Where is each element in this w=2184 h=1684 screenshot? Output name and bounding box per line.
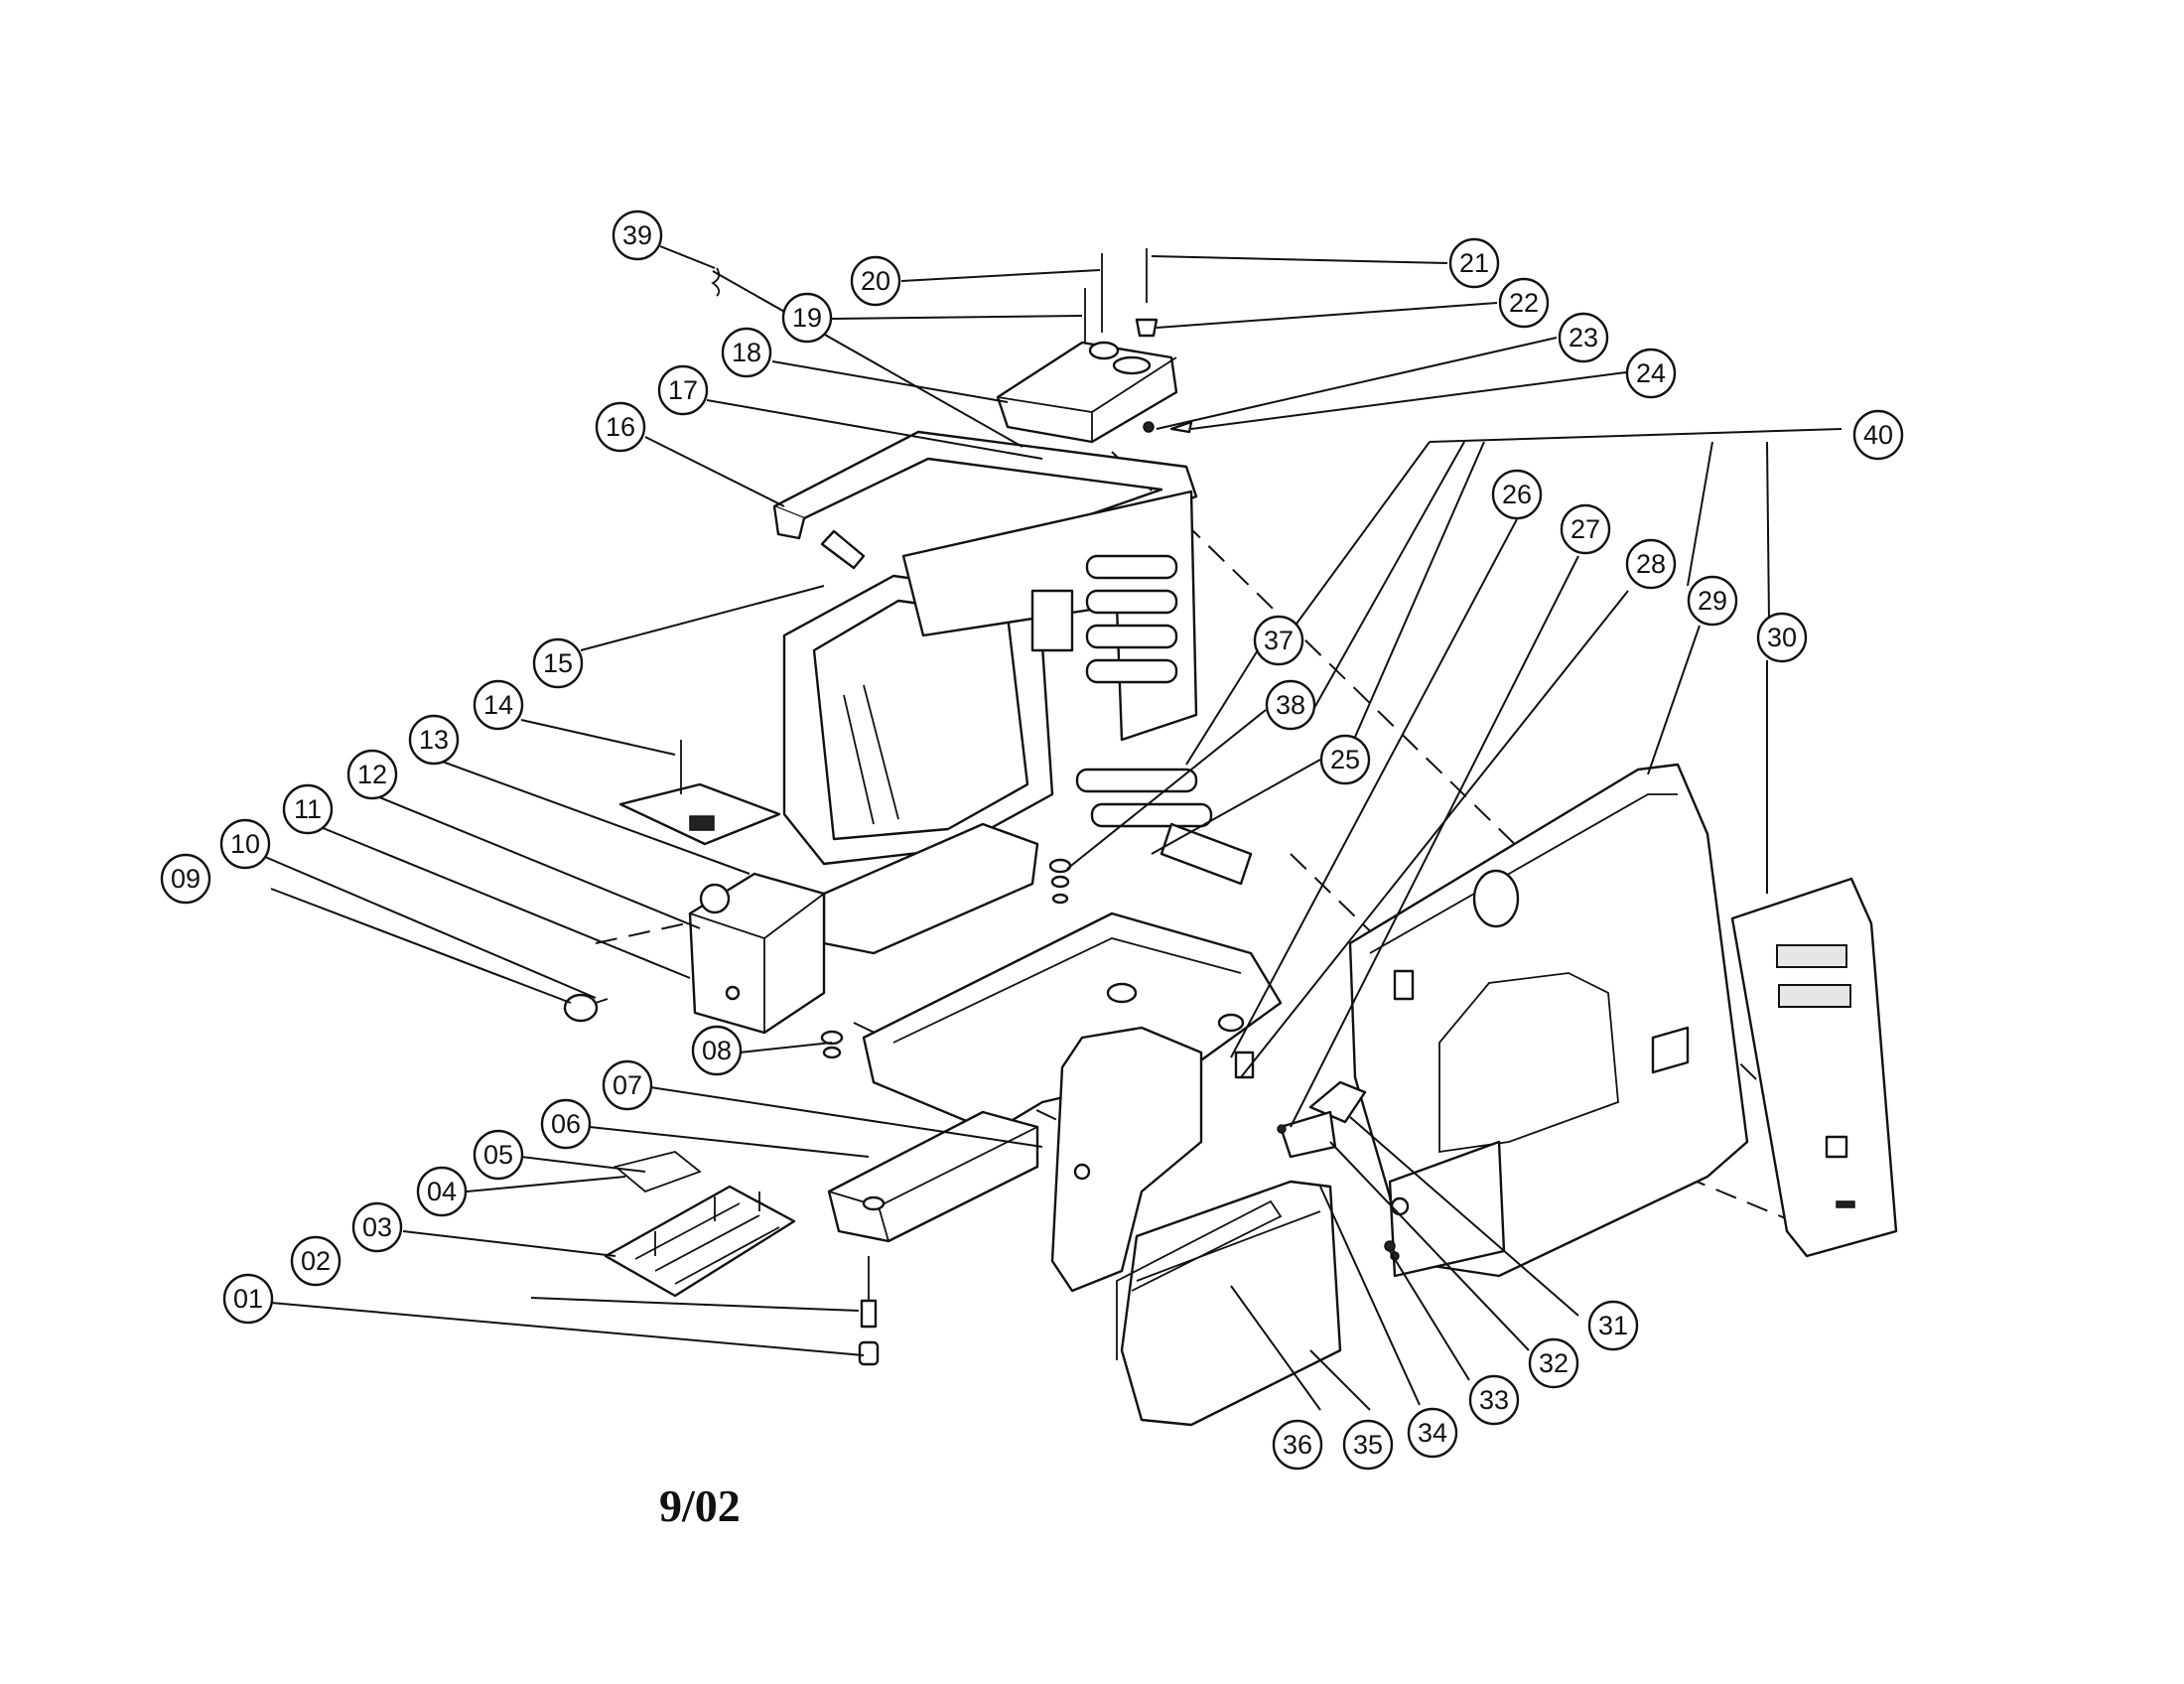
svg-text:39: 39	[622, 220, 652, 250]
svg-text:26: 26	[1502, 480, 1532, 509]
svg-text:11: 11	[294, 794, 322, 824]
svg-text:33: 33	[1479, 1385, 1509, 1415]
callout-07: 07	[602, 1059, 653, 1111]
callout-11: 11	[282, 783, 334, 835]
callout-12: 12	[346, 749, 398, 800]
svg-text:17: 17	[668, 375, 698, 405]
callout-05: 05	[473, 1129, 524, 1181]
callout-01: 01	[222, 1273, 274, 1325]
callout-06: 06	[540, 1098, 592, 1150]
rear-cover	[1050, 1026, 1342, 1427]
svg-text:22: 22	[1509, 288, 1539, 318]
callout-15: 15	[532, 637, 584, 689]
svg-text:01: 01	[233, 1284, 263, 1314]
main-frame	[782, 490, 1253, 886]
svg-text:37: 37	[1264, 626, 1294, 655]
front-housing	[1348, 763, 1749, 1278]
svg-text:21: 21	[1459, 248, 1489, 278]
clip	[614, 1151, 702, 1193]
top-bracket	[996, 248, 1193, 444]
callout-27: 27	[1560, 503, 1611, 555]
svg-text:18: 18	[732, 338, 761, 367]
svg-text:20: 20	[861, 266, 890, 296]
bottom-tray	[604, 1185, 796, 1298]
side-block	[688, 872, 826, 1035]
callout-04: 04	[416, 1166, 468, 1217]
callout-30: 30	[1756, 612, 1808, 663]
svg-text:03: 03	[362, 1212, 392, 1242]
callout-22: 22	[1498, 277, 1550, 329]
callout-40: 40	[1852, 409, 1904, 461]
svg-text:32: 32	[1539, 1348, 1569, 1378]
callout-18: 18	[721, 327, 772, 378]
callout-34: 34	[1407, 1407, 1458, 1459]
svg-text:14: 14	[483, 690, 513, 720]
svg-text:25: 25	[1330, 745, 1360, 774]
frame-rods	[1075, 554, 1213, 828]
svg-text:27: 27	[1570, 514, 1600, 544]
knob	[563, 993, 609, 1023]
callout-38: 38	[1265, 679, 1316, 731]
side-panel	[1730, 877, 1898, 1258]
callout-labels: 01 02 03 04 05 06 07 08 09 10 11 12 13 1…	[160, 210, 1904, 1471]
svg-text:16: 16	[606, 412, 635, 442]
svg-text:07: 07	[613, 1070, 642, 1100]
callout-10: 10	[219, 818, 271, 870]
callout-24: 24	[1625, 348, 1677, 399]
callout-20: 20	[850, 255, 901, 307]
callout-23: 23	[1558, 312, 1609, 363]
svg-text:29: 29	[1698, 586, 1727, 616]
callout-28: 28	[1625, 538, 1677, 590]
svg-text:09: 09	[171, 864, 201, 894]
svg-text:06: 06	[551, 1109, 581, 1139]
leader-lines	[257, 245, 1843, 1411]
handle	[1116, 1199, 1283, 1360]
svg-text:05: 05	[483, 1140, 513, 1170]
callout-37: 37	[1253, 615, 1304, 666]
callout-17: 17	[657, 364, 709, 416]
callout-21: 21	[1448, 237, 1500, 289]
callout-31: 31	[1587, 1300, 1639, 1351]
svg-text:10: 10	[230, 829, 260, 859]
callout-35: 35	[1342, 1419, 1394, 1471]
callout-19: 19	[781, 292, 833, 344]
callout-02: 02	[290, 1235, 341, 1287]
callout-03: 03	[351, 1201, 403, 1253]
callout-26: 26	[1491, 469, 1543, 520]
svg-text:38: 38	[1276, 690, 1305, 720]
callout-16: 16	[595, 401, 646, 453]
callout-13: 13	[408, 714, 460, 766]
callout-14: 14	[473, 679, 524, 731]
svg-text:28: 28	[1636, 549, 1666, 579]
callout-08: 08	[691, 1025, 743, 1076]
svg-text:02: 02	[301, 1246, 331, 1276]
svg-text:23: 23	[1569, 323, 1598, 352]
vent-grille	[1776, 944, 1851, 1008]
small-hardware	[1234, 1051, 1400, 1261]
callout-39: 39	[612, 210, 663, 261]
callout-36: 36	[1272, 1419, 1323, 1471]
svg-text:15: 15	[543, 648, 573, 678]
svg-text:24: 24	[1636, 358, 1666, 388]
svg-text:08: 08	[702, 1036, 732, 1065]
svg-text:40: 40	[1863, 420, 1893, 450]
svg-text:04: 04	[427, 1177, 457, 1206]
svg-text:35: 35	[1353, 1430, 1383, 1460]
revision-date: 9/02	[659, 1480, 741, 1531]
callout-29: 29	[1687, 575, 1738, 627]
svg-text:13: 13	[419, 725, 449, 755]
svg-text:36: 36	[1283, 1430, 1312, 1460]
label-plate	[618, 740, 781, 846]
svg-text:19: 19	[792, 303, 822, 333]
callout-09: 09	[160, 853, 211, 905]
svg-text:31: 31	[1598, 1311, 1628, 1340]
callout-32: 32	[1528, 1337, 1579, 1389]
svg-text:12: 12	[357, 760, 387, 789]
svg-text:34: 34	[1418, 1418, 1447, 1448]
lower-arm	[827, 1110, 1039, 1366]
callout-33: 33	[1468, 1374, 1520, 1426]
callout-25: 25	[1319, 734, 1371, 785]
svg-text:30: 30	[1767, 623, 1797, 652]
